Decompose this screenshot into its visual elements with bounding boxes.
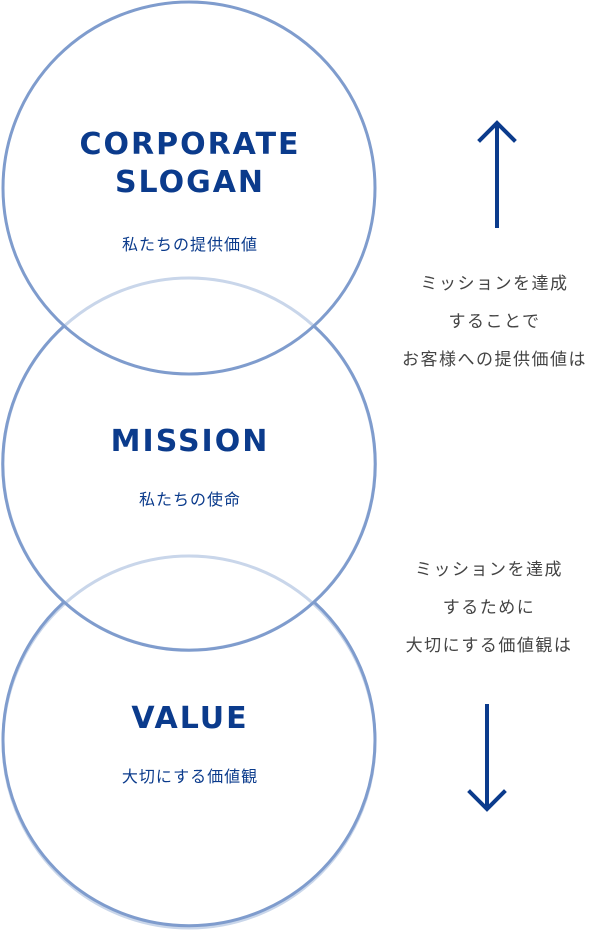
lower-note-line: するために <box>442 598 536 618</box>
slogan-title: CORPORATE SLOGAN <box>79 127 301 200</box>
mission-subtitle: 私たちの使命 <box>138 490 241 509</box>
upper-note-line: ミッションを達成 <box>420 274 569 294</box>
upper-note-line: することで <box>448 312 541 332</box>
mission-title: MISSION <box>110 424 270 459</box>
lower-note-line: ミッションを達成 <box>415 560 563 580</box>
mission-circle <box>1 324 377 652</box>
upper-side-note: ミッションを達成 することで お客様への提供価値は <box>388 265 601 379</box>
down-arrow-icon <box>467 704 507 812</box>
slogan-circle <box>1 0 377 376</box>
up-arrow-icon <box>477 120 517 228</box>
slogan-subtitle: 私たちの提供価値 <box>121 235 258 254</box>
value-subtitle: 大切にする価値観 <box>121 767 259 786</box>
upper-note-line: お客様への提供価値は <box>402 350 587 370</box>
lower-note-line: 大切にする価値観は <box>405 636 573 656</box>
value-title: VALUE <box>131 701 249 736</box>
lower-side-note: ミッションを達成 するために 大切にする価値観は <box>384 551 594 665</box>
value-circle <box>1 600 377 928</box>
mission-circle-inner-arc <box>1 276 377 652</box>
